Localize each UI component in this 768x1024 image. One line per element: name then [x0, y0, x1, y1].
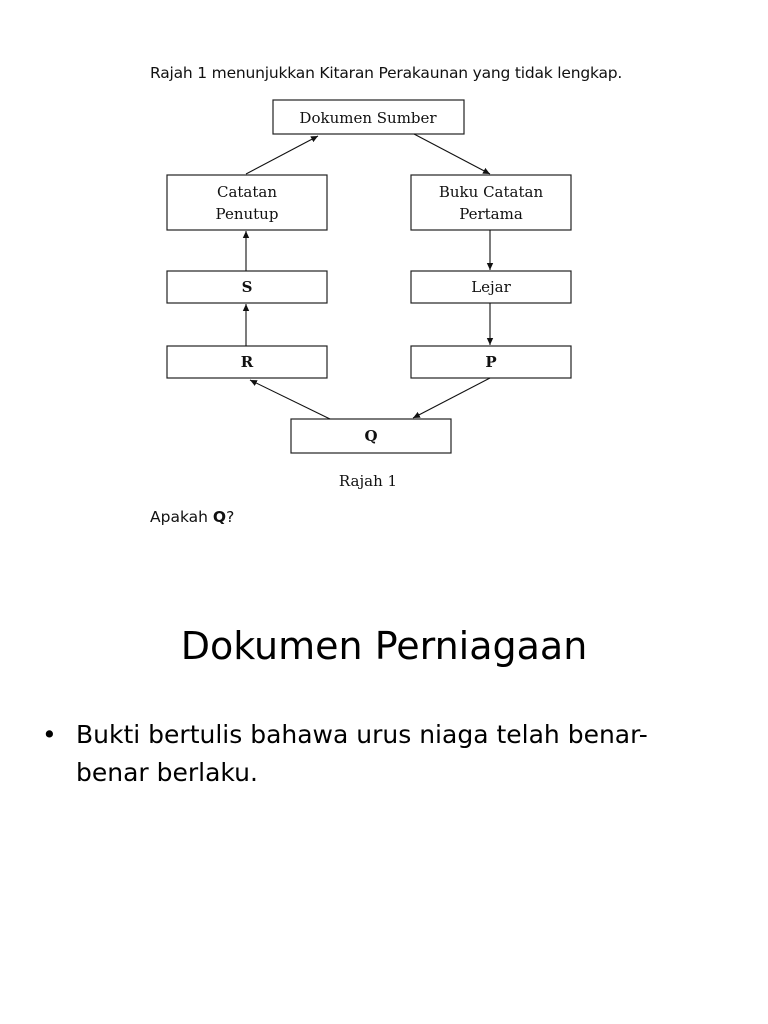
node-r	[166, 345, 328, 379]
node-lejar	[410, 270, 572, 304]
node-q	[290, 418, 452, 454]
label-s: S	[242, 278, 253, 296]
question-suffix: ?	[226, 508, 235, 526]
bullet-dot-icon: •	[42, 720, 57, 749]
label-q: Q	[364, 427, 377, 445]
bullet-text: Bukti bertulis bahawa urus niaga telah b…	[76, 720, 648, 787]
question-text: Apakah Q?	[150, 508, 234, 526]
label-buku-catatan-line1: Buku Catatan	[439, 183, 544, 201]
label-lejar: Lejar	[471, 278, 511, 296]
bullet-item: • Bukti bertulis bahawa urus niaga telah…	[40, 716, 720, 792]
node-catatan-penutup	[166, 174, 328, 231]
label-catatan-penutup-line1: Catatan	[217, 183, 277, 201]
question-prefix: Apakah	[150, 508, 213, 526]
node-s	[166, 270, 328, 304]
diagram-caption: Rajah 1	[339, 472, 397, 490]
arrow-catatan-to-dokumen	[245, 135, 319, 175]
slide-title: Dokumen Perniagaan	[180, 624, 588, 668]
node-p	[410, 345, 572, 379]
node-dokumen-sumber	[272, 99, 465, 135]
node-buku-catatan-pertama	[410, 174, 572, 231]
label-buku-catatan-line2: Pertama	[459, 205, 523, 223]
label-r: R	[241, 353, 254, 371]
accounting-cycle-diagram: Dokumen Sumber Catatan Penutup Buku Cata…	[166, 99, 572, 490]
arrow-q-to-r	[249, 379, 331, 420]
arrow-dokumen-to-buku	[413, 133, 491, 175]
bullet-list: • Bukti bertulis bahawa urus niaga telah…	[40, 716, 720, 792]
label-catatan-penutup-line2: Penutup	[216, 205, 279, 223]
label-p: P	[485, 353, 496, 371]
question-intro: Rajah 1 menunjukkan Kitaran Perakaunan y…	[150, 64, 623, 82]
label-dokumen-sumber: Dokumen Sumber	[299, 109, 437, 127]
arrow-p-to-q	[412, 377, 491, 419]
question-variable: Q	[212, 508, 227, 526]
